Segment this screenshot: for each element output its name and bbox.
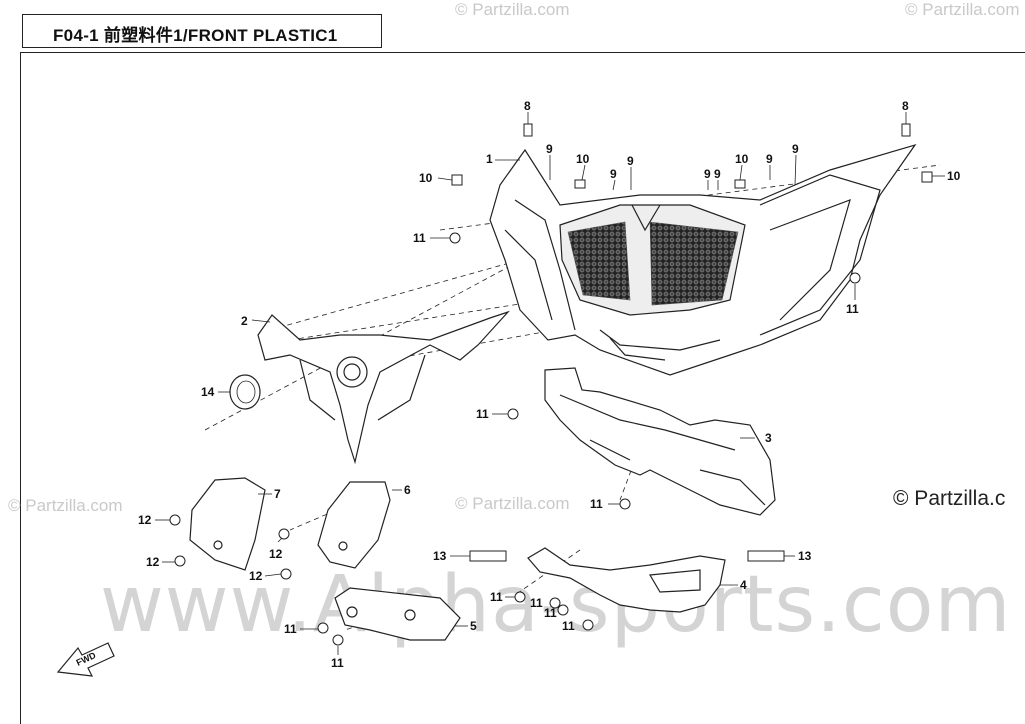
fwd-arrow: FWD: [56, 642, 115, 677]
callout-9: 9: [792, 142, 799, 156]
callout-9: 9: [546, 142, 553, 156]
callout-13: 13: [798, 549, 812, 563]
callout-11: 11: [413, 231, 426, 245]
callout-10: 10: [419, 171, 433, 185]
fasteners: [169, 123, 933, 646]
callout-12: 12: [249, 569, 263, 583]
callout-10: 10: [576, 152, 590, 166]
watermark-top-2: © Partzilla.com: [905, 0, 1020, 19]
callout-10: 10: [735, 152, 749, 166]
callout-11: 11: [331, 656, 344, 670]
callout-8: 8: [902, 99, 909, 113]
part-lower-skid: [527, 547, 726, 613]
part-lower-bracket: [334, 587, 461, 641]
callout-10: 10: [947, 169, 961, 183]
part-upper-bezel: [257, 310, 510, 465]
callout-12: 12: [269, 547, 283, 561]
callout-14: 14: [201, 385, 215, 399]
callout-11: 11: [476, 407, 489, 421]
callout-4: 4: [740, 578, 747, 592]
callout-9: 9: [627, 154, 634, 168]
callout-8: 8: [524, 99, 531, 113]
callout-11: 11: [590, 497, 603, 511]
callout-12: 12: [138, 513, 152, 527]
part-emblem: [229, 374, 261, 410]
title-box: F04-1 前塑料件1/FRONT PLASTIC1: [22, 14, 382, 48]
callout-9: 9: [704, 167, 711, 181]
callout-3: 3: [765, 431, 772, 445]
callout-labels: 8 8 1 10 9 10 9 9 9 9 10 9 9 10 11 11 2 …: [138, 99, 961, 670]
callout-5: 5: [470, 619, 477, 633]
grille-mesh: [567, 221, 739, 306]
callout-11: 11: [562, 619, 575, 633]
part-left-side-cover: [189, 477, 266, 571]
callout-11: 11: [530, 596, 543, 610]
part-right-side-cover: [317, 481, 391, 569]
callout-6: 6: [404, 483, 411, 497]
callout-9: 9: [714, 167, 721, 181]
callout-13: 13: [433, 549, 447, 563]
callout-2: 2: [241, 314, 248, 328]
leader-lines: [155, 112, 945, 655]
callout-11: 11: [846, 302, 859, 316]
watermark-top-1: © Partzilla.com: [455, 0, 570, 19]
callout-12: 12: [146, 555, 160, 569]
callout-9: 9: [766, 152, 773, 166]
copyright-text: © Partzilla.c: [893, 487, 1006, 510]
callout-9: 9: [610, 167, 617, 181]
part-lower-duct: [544, 367, 776, 516]
watermark-mid: © Partzilla.com: [455, 494, 570, 513]
diagram-title: F04-1 前塑料件1/FRONT PLASTIC1: [53, 26, 338, 45]
watermark-left: © Partzilla.com: [8, 496, 123, 515]
callout-11: 11: [544, 606, 557, 620]
callout-11: 11: [284, 622, 297, 636]
callout-11: 11: [490, 590, 503, 604]
callout-7: 7: [274, 487, 281, 501]
callout-1: 1: [486, 152, 493, 166]
diagram-frame: [20, 52, 1025, 724]
